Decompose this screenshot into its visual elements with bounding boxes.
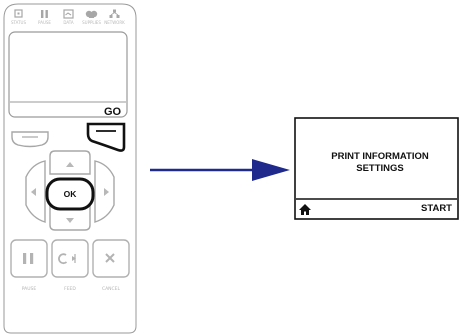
data-icon <box>63 9 74 19</box>
network-label: NETWORK <box>104 20 125 25</box>
down-arrow-button[interactable] <box>49 204 91 231</box>
feed-button[interactable] <box>51 239 89 278</box>
status-label: STATUS <box>11 20 26 25</box>
ok-label: OK <box>64 189 78 199</box>
pause-indicator-label: PAUSE <box>38 20 51 25</box>
feed-button-label: FEED <box>64 286 76 292</box>
pause-button[interactable] <box>10 239 48 278</box>
up-arrow-icon <box>66 162 74 167</box>
pause-icon <box>41 10 48 18</box>
pause-button-label: PAUSE <box>22 286 37 292</box>
display-go-label: GO <box>104 106 122 118</box>
printer-display: GO <box>8 31 128 118</box>
right-arrow-indicator <box>150 159 290 181</box>
screen-title-line-1: PRINT INFORMATION <box>331 151 429 162</box>
start-softkey-label[interactable]: START <box>421 203 452 214</box>
pause-button-icon <box>23 253 27 264</box>
supplies-icon <box>85 10 98 18</box>
network-icon <box>109 9 120 18</box>
down-arrow-icon <box>66 218 74 223</box>
screen-title-line-2: SETTINGS <box>356 163 404 174</box>
right-arrow-icon <box>104 188 109 196</box>
data-label: DATA <box>63 20 74 25</box>
left-softkey-button[interactable] <box>11 131 49 148</box>
navigation-pad <box>25 150 115 231</box>
printer-screen-result: PRINT INFORMATION SETTINGS START <box>294 117 459 220</box>
supplies-label: SUPPLIES <box>82 20 101 25</box>
home-icon[interactable] <box>299 204 311 215</box>
ok-button[interactable] <box>45 177 95 211</box>
status-icon <box>14 9 23 18</box>
close-icon <box>105 253 115 263</box>
cancel-button-label: CANCEL <box>102 286 121 292</box>
left-arrow-icon <box>31 188 36 196</box>
printer-control-panel: STATUS PAUSE DATA SUPPLIES NETWORK GO <box>3 3 137 334</box>
feed-icon <box>58 253 76 265</box>
